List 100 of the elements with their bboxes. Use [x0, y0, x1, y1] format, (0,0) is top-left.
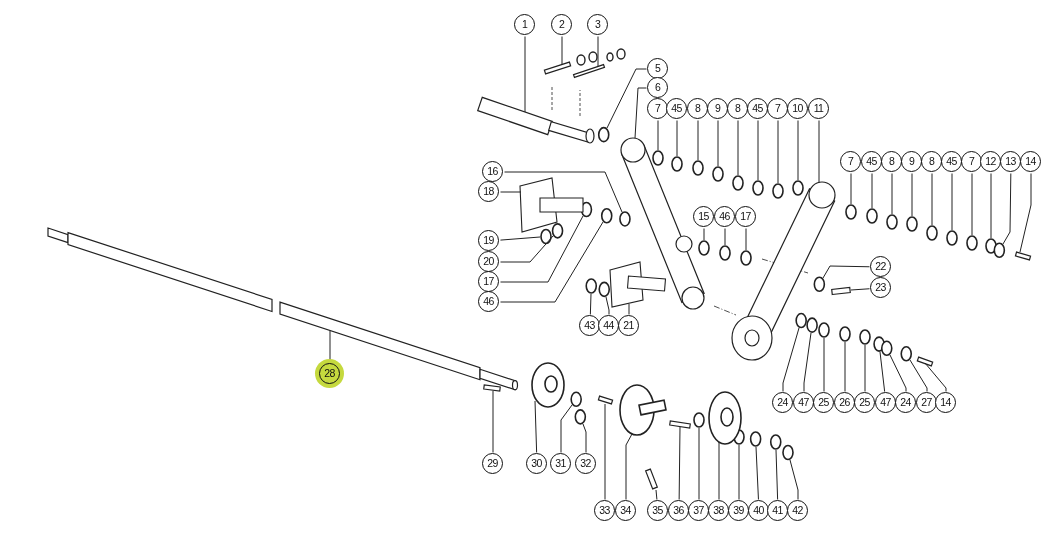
callout-number: 2: [551, 14, 572, 35]
washer-part: [598, 281, 611, 298]
washer-part: [740, 250, 752, 266]
callout-number: 8: [921, 151, 942, 172]
leader-line: [655, 489, 658, 501]
callout-number: 30: [526, 453, 547, 474]
leader-line: [844, 341, 846, 392]
leader-line: [504, 171, 623, 213]
washer-part: [551, 223, 564, 239]
callout-number: 29: [482, 453, 503, 474]
callout-number: 15: [693, 206, 714, 227]
bolt-part: [644, 468, 659, 490]
leader-line: [931, 173, 933, 226]
callout-number: 6: [647, 77, 668, 98]
washer-part: [600, 208, 613, 224]
leader-line: [560, 404, 573, 453]
callout-number: 25: [854, 392, 875, 413]
leader-line: [634, 87, 647, 139]
callout-number: 36: [668, 500, 689, 521]
washer-part: [752, 180, 764, 196]
flange-disc-part: [619, 384, 667, 436]
leader-line: [818, 120, 820, 184]
washer-part: [946, 230, 958, 246]
callout-number: 17: [735, 206, 756, 227]
leader-line: [500, 215, 584, 283]
callout-number: 13: [1000, 151, 1021, 172]
washer-part: [886, 214, 898, 230]
leader-line: [990, 173, 992, 239]
leader-line: [823, 337, 825, 392]
callout-number: 47: [793, 392, 814, 413]
leader-line: [889, 354, 907, 392]
leader-line: [755, 446, 759, 500]
callout-number: 8: [727, 98, 748, 119]
washer-part: [749, 431, 762, 447]
leader-line: [737, 120, 739, 176]
leader-line: [891, 173, 893, 215]
callout-number: 9: [707, 98, 728, 119]
leader-line: [850, 173, 852, 205]
callout-number: 7: [767, 98, 788, 119]
washer-part: [570, 391, 582, 408]
shaft-part: [47, 227, 519, 391]
callout-number: 33: [594, 500, 615, 521]
washer-part: [597, 126, 610, 143]
bolt-part: [669, 420, 691, 429]
washer-part: [652, 150, 664, 166]
leader-line: [782, 327, 800, 392]
link-arm-part: [731, 181, 836, 361]
leader-line: [911, 173, 913, 217]
leader-line: [625, 433, 633, 500]
callout-number: 16: [482, 161, 503, 182]
washer-part: [732, 175, 744, 191]
leader-line: [561, 36, 563, 65]
leader-line: [500, 235, 554, 263]
bolt-part: [572, 63, 606, 79]
leader-line: [500, 221, 604, 303]
callout-number: 10: [787, 98, 808, 119]
callout-number: 7: [840, 151, 861, 172]
callout-number: 43: [579, 315, 600, 336]
callout-number: 3: [587, 14, 608, 35]
washer-part: [782, 444, 794, 461]
callout-number: 18: [478, 181, 499, 202]
washer-part: [993, 242, 1006, 259]
leader-line: [864, 344, 866, 392]
leader-line: [717, 120, 719, 167]
callout-number: 7: [961, 151, 982, 172]
washer-part: [540, 228, 552, 245]
washer-part: [795, 312, 807, 329]
callout-number: 46: [714, 206, 735, 227]
callout-number: 42: [787, 500, 808, 521]
washer-part: [698, 240, 710, 256]
washer-part: [574, 409, 587, 425]
callout-number: 45: [747, 98, 768, 119]
leader-line: [850, 288, 871, 291]
leader-line: [757, 120, 759, 181]
leader-line: [628, 303, 630, 315]
leader-line: [951, 173, 953, 231]
washer-part: [692, 160, 704, 176]
leader-line: [606, 68, 647, 129]
washer-part: [712, 166, 724, 182]
leader-line: [775, 449, 779, 500]
callout-number: 5: [647, 58, 668, 79]
leader-line: [597, 36, 599, 67]
callout-number: 45: [666, 98, 687, 119]
leader-line: [697, 120, 699, 161]
washer-part: [845, 204, 857, 220]
washer-part: [769, 434, 782, 450]
callout-number: 39: [728, 500, 749, 521]
callout-number: 14: [1020, 151, 1041, 172]
callout-number: 25: [813, 392, 834, 413]
washer-part: [859, 329, 871, 345]
washer-part: [839, 326, 851, 342]
pin-part: [916, 356, 934, 367]
washer-part: [813, 276, 826, 293]
bolt-part: [543, 61, 572, 75]
leader-line: [745, 228, 747, 251]
washer-part: [926, 225, 938, 241]
washer-part: [806, 317, 818, 333]
leader-line: [879, 351, 886, 393]
callout-number: 14: [935, 392, 956, 413]
leader-line: [1002, 173, 1012, 245]
